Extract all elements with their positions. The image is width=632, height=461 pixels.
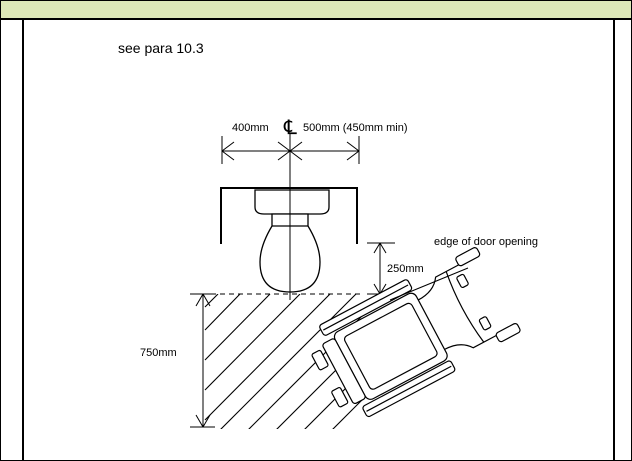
dim-right-label: 500mm (450mm min) <box>303 122 408 134</box>
door-edge-line <box>389 267 469 301</box>
depth-dimension <box>190 293 215 428</box>
zone-depth-label: 750mm <box>140 347 177 359</box>
dim-left-label: 400mm <box>232 122 269 134</box>
gap-dimension <box>367 242 395 295</box>
wall-outline <box>220 187 358 244</box>
header-band <box>1 1 631 20</box>
door-edge-label: edge of door opening <box>434 236 538 248</box>
diagram-panel <box>22 20 615 460</box>
wheelchair <box>311 247 521 418</box>
note-text: see para 10.3 <box>118 40 204 56</box>
gap-label: 250mm <box>387 263 424 275</box>
width-dimension <box>221 136 360 164</box>
wc-pan <box>254 189 330 293</box>
centerline-symbol: ℄ <box>283 117 297 139</box>
